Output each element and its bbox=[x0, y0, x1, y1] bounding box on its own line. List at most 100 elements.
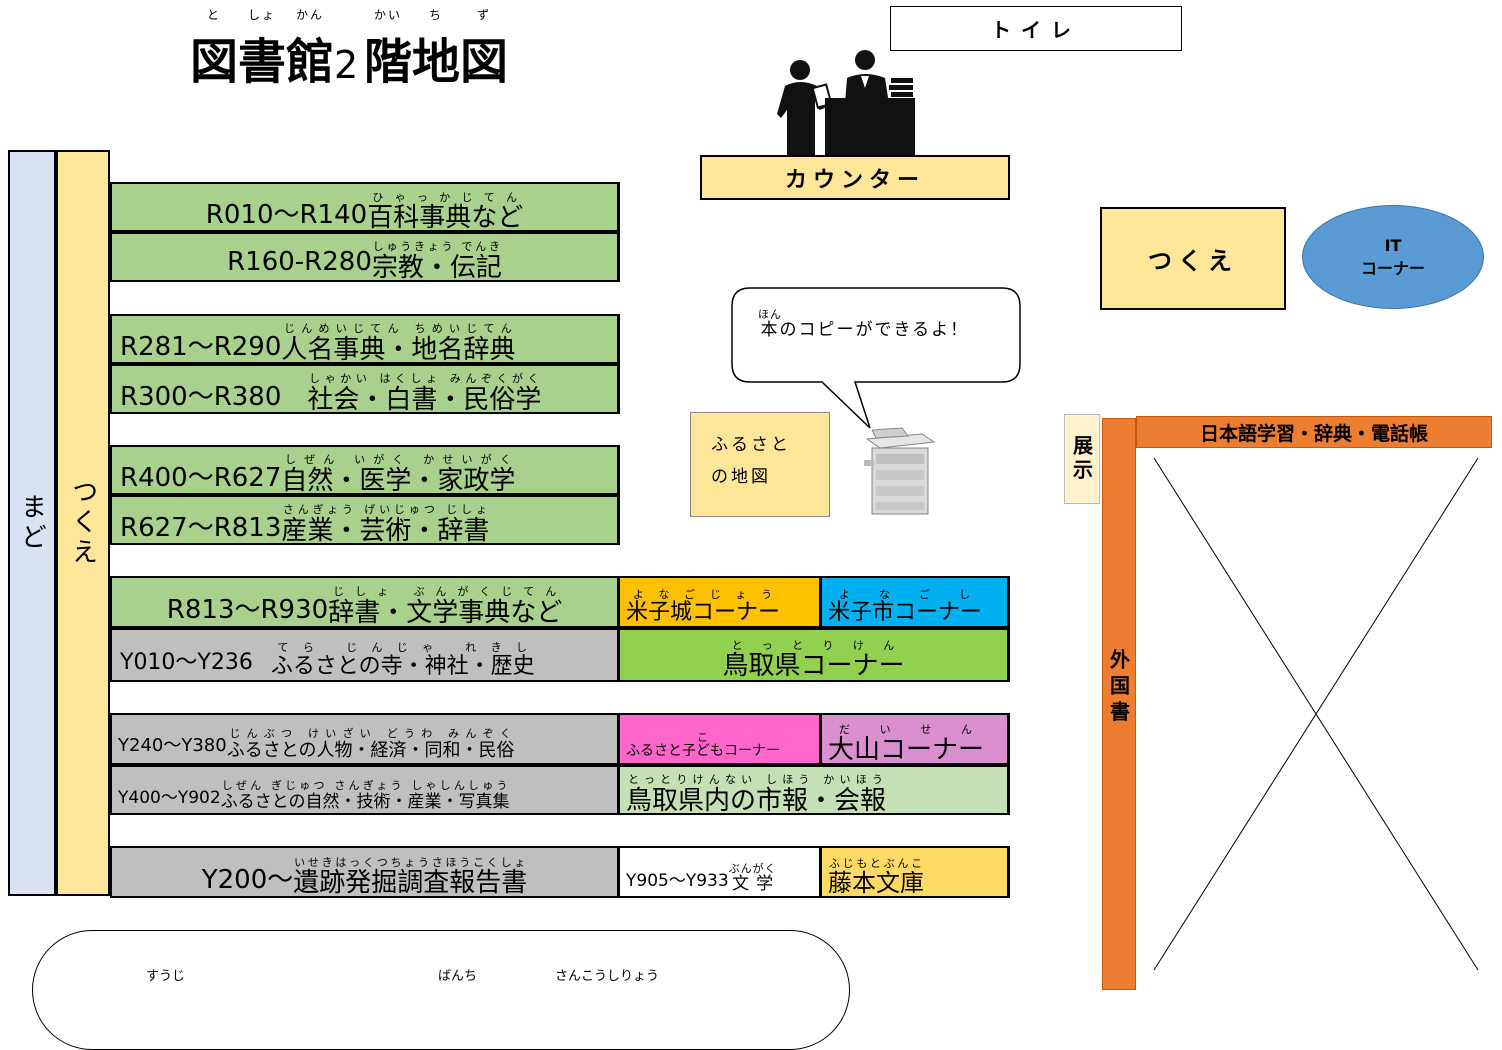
copy-bubble-kanji: 本 bbox=[758, 320, 782, 340]
bottom-note-ruby-1: すうじ bbox=[146, 969, 186, 984]
title-ruby: かん bbox=[295, 8, 324, 22]
yonago-castle-corner: 米子城コーナーよなごじょう bbox=[618, 576, 822, 628]
title-ruby: ち bbox=[428, 8, 443, 22]
shelf-ruby: ひゃっかじてん bbox=[367, 190, 524, 204]
shelf-code: R281～R290 bbox=[120, 331, 282, 362]
shelf-label: ふるさとの寺・神社・歴史 bbox=[270, 653, 535, 679]
shelf-ruby: じんめいじてん ちめいじてん bbox=[281, 322, 516, 335]
shelf-ruby: じんぶつ けいざい どうわ みんぞく bbox=[226, 726, 515, 740]
title-text-row: 図 書 館 2 階 地 図 bbox=[190, 22, 508, 92]
shelf-label: ふるさとの人物・経済・同和・民俗 bbox=[226, 739, 515, 761]
corner-label: 鳥取県コーナー bbox=[722, 650, 905, 681]
tottori-pref-corner: 鳥取県コーナーとっとりけん bbox=[618, 628, 1010, 682]
shelf-label: 人名事典・地名辞典 bbox=[281, 335, 516, 364]
title-char: 書 bbox=[238, 34, 289, 90]
desk-right: つくえ bbox=[1100, 207, 1286, 310]
shelf-code: Y400～Y902 bbox=[118, 787, 221, 808]
blocked-area-x bbox=[1153, 457, 1479, 971]
bottom-note-bubble bbox=[32, 930, 850, 1050]
corner-ruby: よなごじょう bbox=[626, 588, 781, 601]
shelf-ruby: しぜん いがく かせいがく bbox=[281, 453, 516, 466]
window-label: まど bbox=[16, 493, 47, 553]
it-corner-line2: コーナー bbox=[1360, 258, 1425, 278]
shelf-code: Y200～ bbox=[201, 864, 294, 895]
shelf-ruby: てら じんじゃ れきし bbox=[270, 640, 535, 654]
fujimoto-corner: 藤本文庫ふじもとぶんこ bbox=[820, 846, 1010, 898]
foreign-books-label: 外国書 bbox=[1106, 649, 1131, 727]
corner-ruby: よなごし bbox=[828, 588, 983, 601]
title-ruby: かい bbox=[373, 8, 402, 22]
exhibit-box: 展示 bbox=[1064, 414, 1100, 504]
kids-corner: ふるさと子どもコーナーこ bbox=[618, 713, 822, 765]
shelf-ruby: しぜん ぎじゅつ さんぎょう しゃしんしゅう bbox=[220, 778, 510, 792]
corner-label: 大山コーナー bbox=[828, 734, 985, 765]
title-ruby: しょ bbox=[247, 8, 276, 22]
furusato-map-box: ふるさと の地図 bbox=[690, 412, 830, 517]
title-char: 階 bbox=[364, 34, 415, 90]
title-ruby: ず bbox=[476, 8, 491, 22]
shelf-label: 遺跡発掘調査報告書 bbox=[293, 867, 528, 898]
shelf-ruby: じしょ ぶんがくじてん bbox=[328, 585, 563, 598]
corner-ruby: ふじもとぶんこ bbox=[828, 856, 924, 870]
corner-label: 鳥取県内の市報・会報 bbox=[626, 786, 887, 815]
title-ruby-row: と しょ かん かい ち ず bbox=[190, 6, 550, 24]
corner-label: 米子城コーナー bbox=[626, 600, 781, 625]
corner-label: 米子市コーナー bbox=[828, 600, 983, 625]
corner-ruby: だいせん bbox=[828, 722, 985, 736]
title-char: 館 bbox=[286, 34, 337, 90]
shelf-label: 辞書・文学事典など bbox=[328, 598, 563, 628]
it-corner: IT コーナー bbox=[1302, 205, 1484, 309]
it-corner-line1: IT bbox=[1384, 235, 1402, 255]
corner-label: ふるさと子どもコーナー bbox=[626, 742, 780, 759]
page-title: と しょ かん かい ち ず 図 書 館 2 階 地 図 bbox=[190, 0, 550, 90]
shelf-code: R010～R140 bbox=[205, 199, 368, 230]
desk-left-label: つくえ bbox=[67, 478, 98, 568]
furusato-map-line1: ふるさと bbox=[711, 435, 791, 455]
foreign-books-shelf: 外国書 bbox=[1102, 418, 1136, 990]
bottom-note-ruby-2: ばんち bbox=[438, 969, 478, 984]
shelf-ruby: さんぎょう げいじゅつ じしょ bbox=[281, 503, 490, 516]
title-ruby: と bbox=[206, 8, 221, 22]
corner-ruby: こ bbox=[626, 730, 780, 744]
title-char: 2 bbox=[334, 43, 361, 87]
shelf-ruby: いせきはっくつちょうさほうこくしょ bbox=[293, 855, 528, 869]
bottom-note-ruby-3: さんこうしりょう bbox=[555, 969, 660, 984]
japanese-study-shelf: 日本語学習・辞典・電話帳 bbox=[1136, 416, 1492, 448]
title-char: 図 bbox=[190, 34, 241, 90]
shelf-code: Y240～Y380 bbox=[118, 735, 227, 756]
shelf-ruby: しゅうきょう でんき bbox=[371, 240, 502, 253]
shelf-code: R400～R627 bbox=[120, 462, 282, 493]
speech-bubble-shape bbox=[731, 287, 1021, 429]
shelf-code: R300～R380 bbox=[120, 381, 282, 412]
window-mado: まど bbox=[8, 150, 56, 896]
shelf-code: R627～R813 bbox=[120, 512, 282, 543]
copy-bubble-message: のコピーができるよ！ bbox=[779, 320, 970, 340]
staff-icon bbox=[777, 50, 915, 158]
shelf-ruby: しゃかい はくしょ みんぞくがく bbox=[307, 372, 542, 385]
shelf-r300: R300～R380 社会・白書・民俗学しゃかい はくしょ みんぞくがく bbox=[110, 364, 620, 414]
counter-label: カウンター bbox=[700, 155, 1010, 200]
shelf-label: 社会・白書・民俗学 bbox=[307, 385, 542, 414]
shelf-label: ふるさとの自然・技術・産業・写真集 bbox=[220, 791, 510, 812]
shelf-label: 産業・芸術・辞書 bbox=[281, 516, 490, 545]
copy-bubble-ruby: ほん bbox=[758, 308, 782, 321]
corner-label: 藤本文庫 bbox=[828, 868, 924, 897]
shelf-label: 自然・医学・家政学 bbox=[281, 466, 516, 495]
exhibit-label: 展示 bbox=[1069, 435, 1094, 483]
corner-label: 文学 bbox=[728, 874, 777, 894]
yonago-city-corner: 米子市コーナーよなごし bbox=[820, 576, 1010, 628]
furusato-map-line2: の地図 bbox=[711, 467, 771, 487]
corner-ruby: とっとりけん bbox=[722, 638, 905, 652]
shelf-code: R813～R930 bbox=[166, 594, 329, 625]
corner-ruby: ぶんがく bbox=[728, 862, 777, 875]
corner-ruby: とっとりけんない しほう かいほう bbox=[626, 773, 887, 786]
toilet-label: トイレ bbox=[890, 6, 1182, 51]
shelf-code: R160-R280 bbox=[227, 247, 372, 277]
